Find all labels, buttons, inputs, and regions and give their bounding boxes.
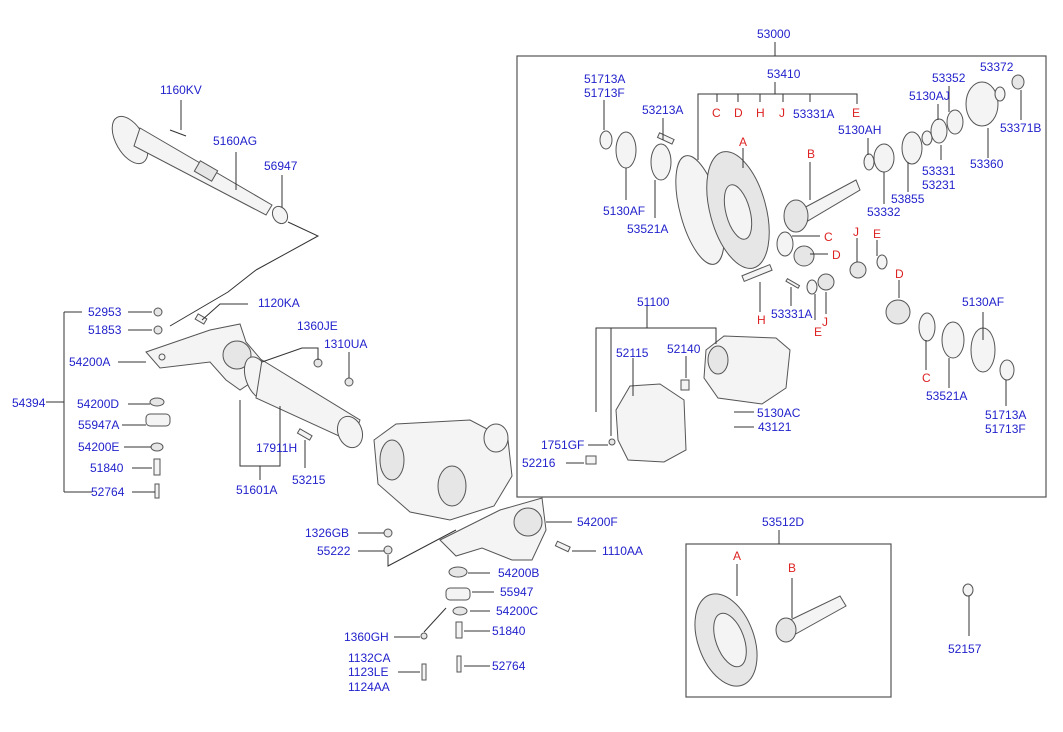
group-label-54394[interactable]: 54394 (12, 396, 46, 410)
part-label-1123LE[interactable]: 1123LE (348, 665, 389, 679)
ref-letter-B-pinion-set: B (788, 561, 797, 575)
diff-case-and-ring-gear (675, 151, 770, 269)
part-label-5130AC[interactable]: 5130AC (757, 406, 801, 420)
part-label-53332[interactable]: 53332 (867, 205, 901, 219)
ref-letter-E-thrust-washer-2: E (814, 325, 823, 339)
part-label-43121[interactable]: 43121 (758, 420, 792, 434)
group-label-53410[interactable]: 53410 (767, 67, 801, 81)
ring-gear-set (694, 564, 847, 687)
ref-letter-H-shaft: H (757, 313, 766, 327)
part-label-1326GB[interactable]: 1326GB (305, 526, 350, 540)
part-label-55222[interactable]: 55222 (317, 544, 351, 558)
part-label-53331[interactable]: 53331 (922, 164, 956, 178)
part-label-51713A-top[interactable]: 51713A (584, 72, 626, 86)
part-label-53352[interactable]: 53352 (932, 71, 966, 85)
part-label-53331A-top[interactable]: 53331A (793, 107, 835, 121)
part-label-1751GF[interactable]: 1751GF (541, 438, 585, 452)
side-gears-and-washers (741, 231, 1015, 381)
ref-letter-B-pinion: B (807, 147, 816, 161)
assembly-53000-box (516, 55, 1047, 498)
part-label-1120KA[interactable]: 1120KA (258, 296, 300, 310)
kit-letter-E: E (852, 106, 861, 120)
part-label-52140[interactable]: 52140 (667, 342, 701, 356)
part-label-1110AA[interactable]: 1110AA (602, 544, 643, 558)
kit-letter-J: J (779, 106, 785, 120)
part-label-5130AF-left[interactable]: 5130AF (603, 204, 646, 218)
part-label-52764-right[interactable]: 52764 (492, 659, 526, 673)
part-label-53331A-bottom[interactable]: 53331A (771, 307, 813, 321)
differential-housing (373, 419, 513, 521)
part-label-53215[interactable]: 53215 (292, 473, 326, 487)
part-label-1310UA[interactable]: 1310UA (324, 337, 368, 351)
group-label-51601A[interactable]: 51601A (236, 483, 278, 497)
part-label-54200C[interactable]: 54200C (496, 604, 539, 618)
part-label-17911H[interactable]: 17911H (256, 441, 298, 455)
part-label-53213A[interactable]: 53213A (642, 103, 684, 117)
ref-letter-A-ring-gear-set: A (733, 549, 742, 563)
part-label-51713F-top[interactable]: 51713F (584, 86, 625, 100)
part-label-53521A-right[interactable]: 53521A (926, 389, 968, 403)
part-label-5130AF-right[interactable]: 5130AF (962, 295, 1005, 309)
carrier-51100 (585, 335, 791, 465)
part-label-52216[interactable]: 52216 (522, 456, 556, 470)
part-label-53521A-left[interactable]: 53521A (627, 222, 669, 236)
part-label-54200D[interactable]: 54200D (77, 397, 120, 411)
part-label-52764-left[interactable]: 52764 (91, 485, 125, 499)
part-label-51713F-bottom[interactable]: 51713F (985, 422, 1026, 436)
small-parts-top (599, 74, 1025, 181)
part-label-55947[interactable]: 55947 (500, 585, 534, 599)
part-label-51840-right[interactable]: 51840 (492, 624, 526, 638)
kit-letter-C: C (712, 106, 721, 120)
ref-letter-D-side-gear: D (832, 248, 841, 262)
part-label-53855[interactable]: 53855 (891, 192, 925, 206)
part-label-53360[interactable]: 53360 (970, 157, 1004, 171)
part-label-5160AG[interactable]: 5160AG (213, 134, 258, 148)
part-label-1360GH[interactable]: 1360GH (344, 630, 389, 644)
part-label-53371B[interactable]: 53371B (1000, 121, 1042, 135)
mount-bracket-right (439, 497, 547, 561)
part-label-51840-left[interactable]: 51840 (90, 461, 124, 475)
kit-letter-H: H (756, 106, 765, 120)
part-label-52115[interactable]: 52115 (616, 346, 649, 360)
ref-letter-J-pinion-gear-2: J (822, 315, 828, 329)
part-label-54200B[interactable]: 54200B (498, 566, 540, 580)
part-label-51853[interactable]: 51853 (88, 323, 122, 337)
part-label-53372[interactable]: 53372 (980, 60, 1014, 74)
group-label-53512D[interactable]: 53512D (762, 515, 805, 529)
part-label-5130AJ[interactable]: 5130AJ (909, 89, 950, 103)
part-label-54200A[interactable]: 54200A (69, 355, 111, 369)
snap-ring-52157 (962, 583, 974, 636)
ref-letter-C-washer-2: C (922, 371, 931, 385)
group-label-53000[interactable]: 53000 (757, 27, 791, 41)
part-label-1132CA[interactable]: 1132CA (348, 651, 391, 665)
part-label-52953[interactable]: 52953 (88, 305, 122, 319)
part-label-54200E[interactable]: 54200E (78, 440, 120, 454)
part-label-56947[interactable]: 56947 (264, 159, 298, 173)
gear-kit-bracket (697, 82, 858, 160)
right-hardware (383, 528, 571, 681)
part-label-51713A-bottom[interactable]: 51713A (985, 408, 1027, 422)
axle-tube (243, 356, 364, 449)
part-label-1360JE[interactable]: 1360JE (297, 319, 338, 333)
part-label-1124AA[interactable]: 1124AA (348, 680, 390, 694)
part-label-1160KV[interactable]: 1160KV (160, 83, 202, 97)
left-hardware (145, 307, 354, 499)
part-label-53231[interactable]: 53231 (922, 178, 956, 192)
axle-shaft (111, 100, 320, 271)
ref-letter-C-washer: C (824, 230, 833, 244)
group-label-51100[interactable]: 51100 (637, 295, 670, 309)
part-label-54200F[interactable]: 54200F (577, 515, 618, 529)
ref-letter-A-ring-gear: A (739, 135, 748, 149)
ring-pinion-set-box (685, 543, 892, 698)
ref-letter-E-thrust-washer: E (873, 227, 882, 241)
part-label-55947A[interactable]: 55947A (78, 418, 120, 432)
kit-letter-D: D (734, 106, 743, 120)
pinion-shaft (783, 179, 861, 233)
part-label-5130AH[interactable]: 5130AH (838, 123, 882, 137)
ref-letter-J-pinion-gear: J (853, 225, 859, 239)
part-label-52157[interactable]: 52157 (948, 642, 982, 656)
ref-letter-D-side-gear-2: D (895, 267, 904, 281)
